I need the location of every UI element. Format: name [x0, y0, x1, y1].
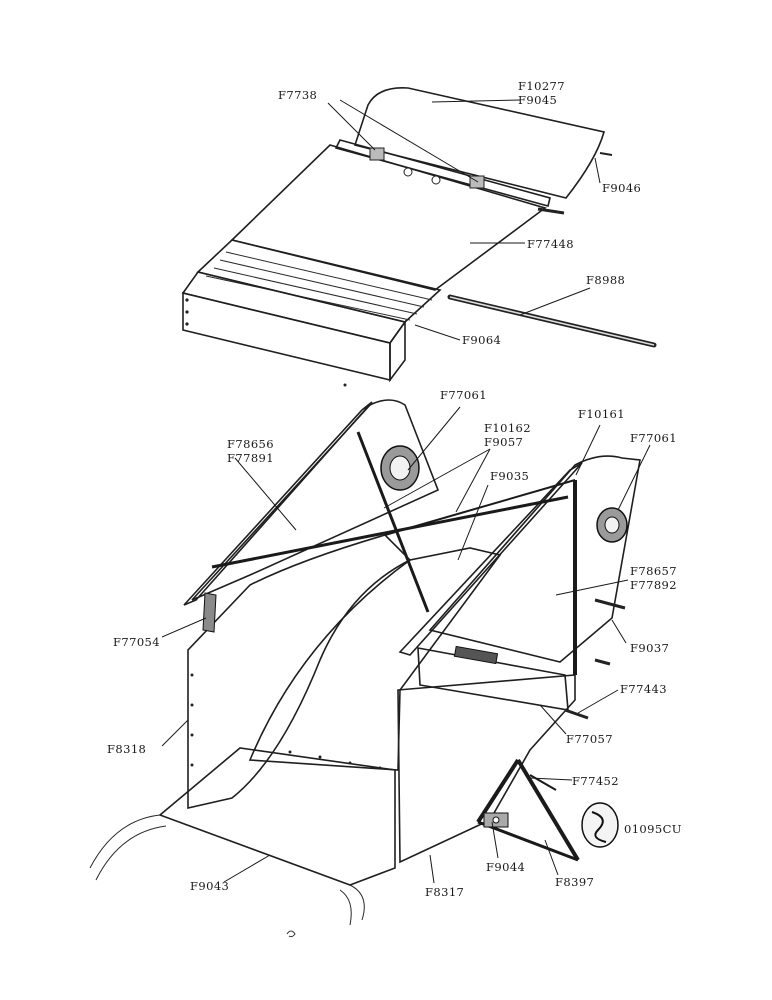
hinge-mount	[483, 812, 509, 828]
label-f9037: F9037	[630, 641, 669, 655]
lid-box-rivets	[185, 298, 189, 326]
label-f9043: F9043	[190, 879, 229, 893]
lid-cover-curve	[353, 87, 606, 199]
leader-lines	[161, 99, 651, 884]
lid-box-end	[389, 319, 406, 383]
cross-tie-rods	[211, 431, 576, 613]
triangle-support	[476, 758, 580, 862]
lid-box-side	[181, 271, 407, 344]
label-f78656: F78656	[227, 437, 274, 451]
label-f8318: F8318	[107, 742, 146, 756]
skid-chassis	[89, 814, 365, 926]
label-f77061-right: F77061	[630, 431, 677, 445]
rack-slot	[453, 645, 499, 665]
label-f10162: F10162	[484, 421, 531, 435]
right-bracket	[564, 598, 626, 720]
left-side-plate-flange	[183, 401, 373, 606]
part-labels: F10277 F9045 F7738 F9046 F77448 F8988 F9…	[107, 79, 682, 899]
label-f9045: F9045	[518, 93, 557, 107]
label-f9057: F9057	[484, 435, 523, 449]
front-lower-panel	[397, 674, 576, 864]
label-f7738: F7738	[278, 88, 317, 102]
lid-hinge-clips	[369, 147, 485, 189]
left-bearing	[380, 445, 420, 491]
lid-hinge-bar	[334, 139, 551, 207]
label-f10161: F10161	[578, 407, 625, 421]
label-f9035: F9035	[490, 469, 529, 483]
left-side-plate	[191, 399, 440, 601]
label-f77448: F77448	[527, 237, 574, 251]
label-f10277: F10277	[518, 79, 565, 93]
lid-main-panel	[230, 144, 547, 291]
right-side-plate	[428, 455, 641, 663]
label-f77443: F77443	[620, 682, 667, 696]
left-bracket	[202, 592, 217, 633]
central-trough	[248, 547, 502, 771]
label-f77892: F77892	[630, 578, 677, 592]
label-f9044: F9044	[486, 860, 525, 874]
lid-box-front	[182, 291, 391, 382]
hinge-pins	[537, 152, 613, 215]
label-f77452: F77452	[572, 774, 619, 788]
bottom-floor	[158, 747, 396, 886]
floor-rivets	[190, 383, 382, 770]
hopper-body-assembly	[89, 383, 641, 926]
label-f8317: F8317	[425, 885, 464, 899]
label-f77054: F77054	[113, 635, 160, 649]
label-drawing-number: 01095CU	[624, 822, 682, 836]
label-f77057: F77057	[566, 732, 613, 746]
stray-mark	[286, 930, 296, 938]
right-bearing	[596, 507, 628, 543]
label-f77061-left: F77061	[440, 388, 487, 402]
hopper-lid-assembly	[181, 87, 657, 383]
label-f78657: F78657	[630, 564, 677, 578]
label-f77891: F77891	[227, 451, 274, 465]
label-f9046: F9046	[602, 181, 641, 195]
left-body-panel	[187, 534, 412, 810]
label-f8397: F8397	[555, 875, 594, 889]
right-side-plate-flange	[398, 462, 583, 656]
clip-disc	[581, 802, 619, 848]
label-f8988: F8988	[586, 273, 625, 287]
label-f9064: F9064	[462, 333, 501, 347]
